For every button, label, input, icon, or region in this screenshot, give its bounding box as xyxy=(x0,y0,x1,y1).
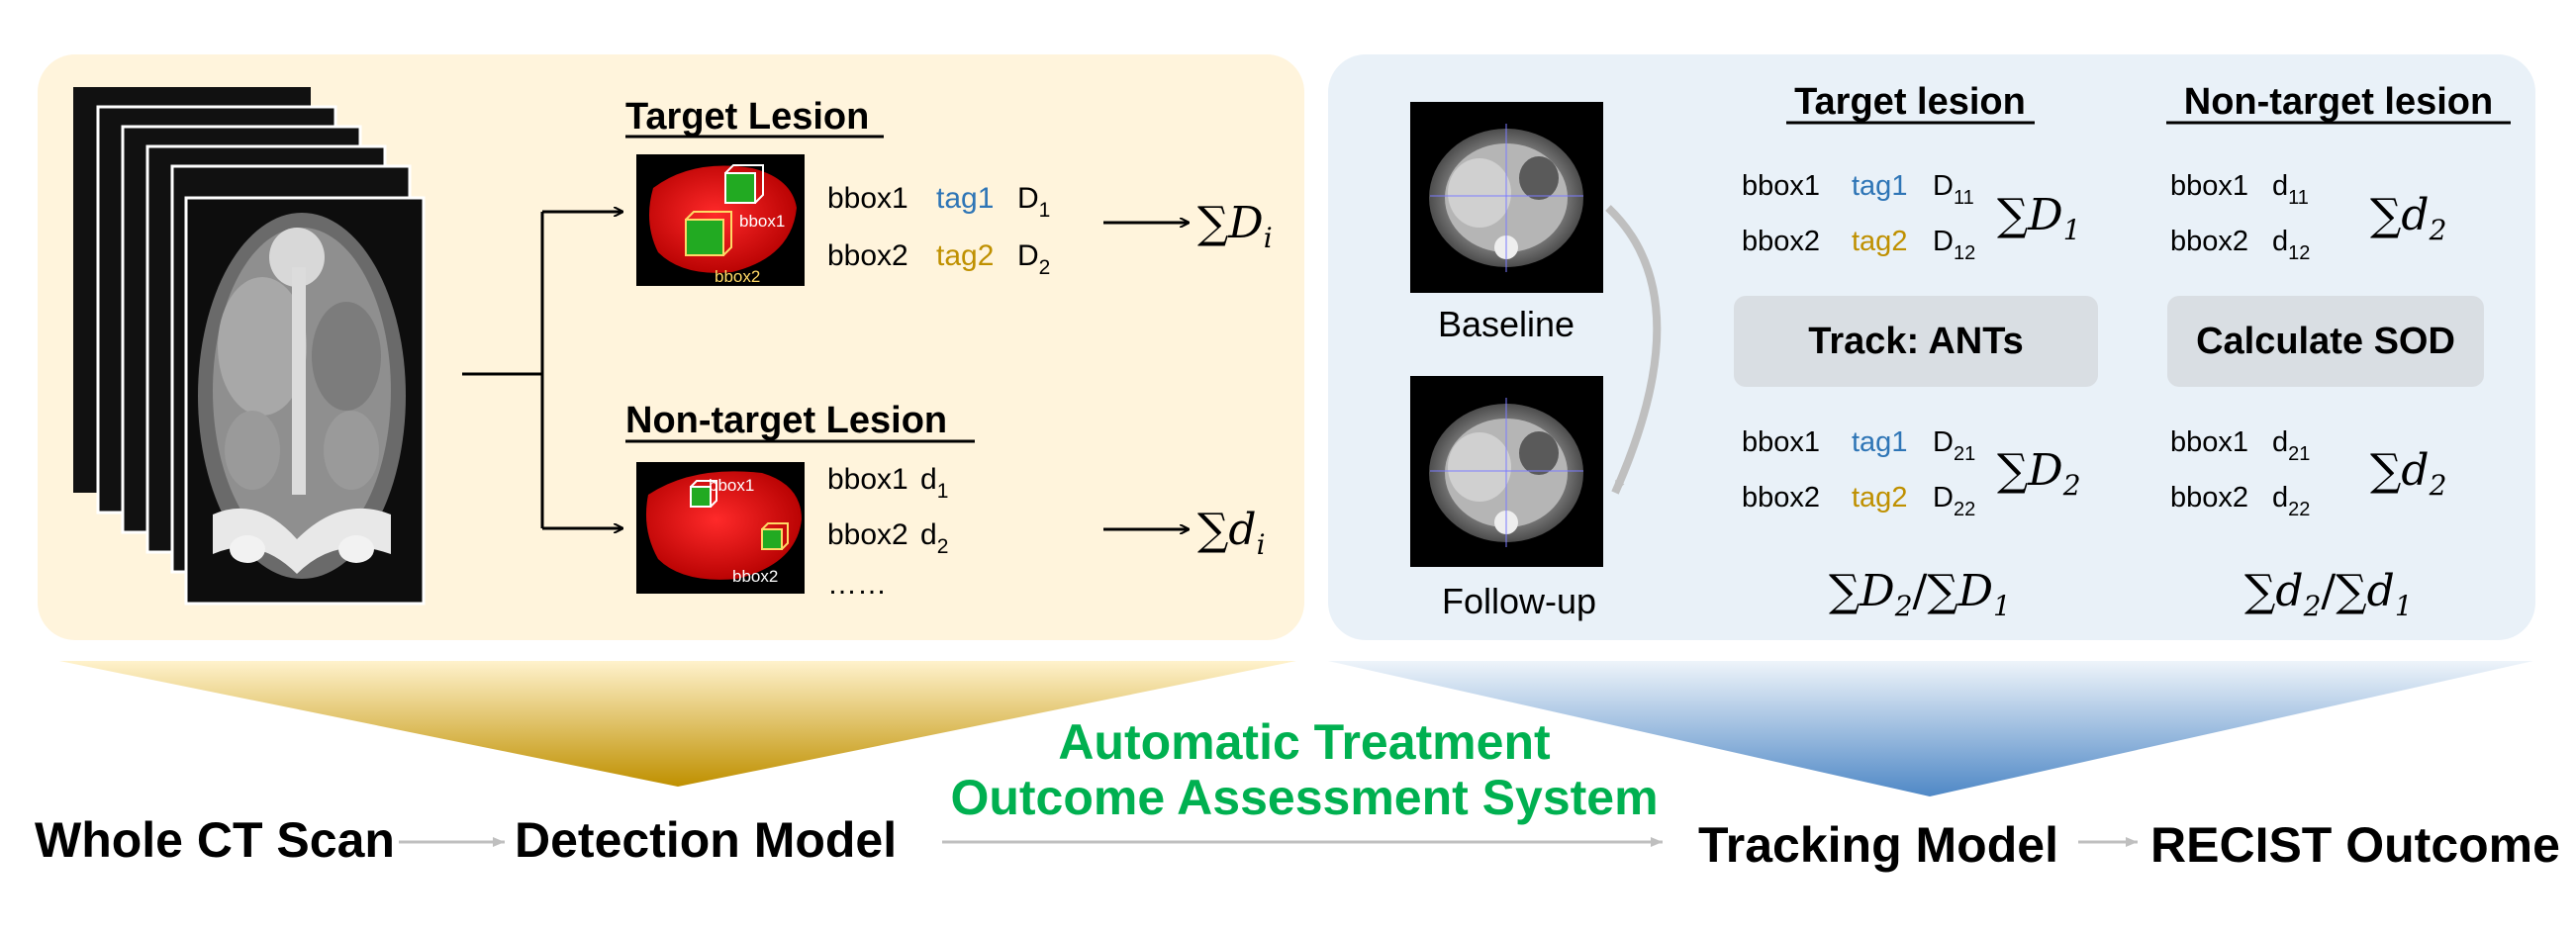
target-lesion-heading: Target Lesion xyxy=(625,96,869,138)
baseline-to-followup-arrow xyxy=(1605,205,1662,495)
nontarget-row1-bbox: bbox1 xyxy=(827,463,908,496)
baseline-nontarget-sum: ∑d2 xyxy=(2370,190,2446,246)
baseline-nontarget-row1-diameter: d11 xyxy=(2272,170,2309,209)
system-title-line1: Automatic Treatment xyxy=(1058,714,1551,770)
calculate-sod-button[interactable]: Calculate SOD xyxy=(2167,296,2484,387)
followup-ct-image xyxy=(1410,376,1603,567)
target-lesion-image: bbox1 bbox2 xyxy=(636,154,805,286)
followup-nontarget-rows: bbox1 d21 bbox2 d22 xyxy=(2170,426,2310,520)
target-row1-bbox: bbox1 xyxy=(827,182,908,215)
nontarget-bbox2-marker xyxy=(761,528,783,550)
nontarget-image-bbox1-label: bbox1 xyxy=(709,476,754,495)
followup-target-sum: ∑D2 xyxy=(1997,445,2081,502)
system-title-line2: Outcome Assessment System xyxy=(950,770,1658,825)
pipeline-recist-outcome: RECIST Outcome xyxy=(2150,817,2560,873)
baseline-label: Baseline xyxy=(1438,304,1574,344)
nontarget-row2-diameter: d2 xyxy=(920,518,948,558)
baseline-ct-image xyxy=(1410,102,1603,293)
nontarget-ellipsis: …… xyxy=(827,568,887,601)
nontarget-row1-diameter: d1 xyxy=(920,463,948,503)
track-ants-label: Track: ANTs xyxy=(1808,321,2024,362)
ct-coronal-image xyxy=(184,196,426,606)
baseline-nontarget-row1-bbox: bbox1 xyxy=(2170,170,2248,202)
tracking-funnel xyxy=(1328,661,2533,796)
followup-target-row1-diameter: D21 xyxy=(1933,426,1975,465)
target-bbox2-marker xyxy=(685,219,724,256)
nontarget-sum-formula: ∑di xyxy=(1197,505,1266,561)
pipeline-detection-model: Detection Model xyxy=(515,812,897,868)
baseline-nontarget-rows: bbox1 d11 bbox2 d12 xyxy=(2170,170,2310,264)
pipeline-whole-ct-scan: Whole CT Scan xyxy=(35,812,395,868)
followup-label: Follow-up xyxy=(1442,581,1596,621)
followup-nontarget-row2-bbox: bbox2 xyxy=(2170,482,2248,514)
target-bbox1-marker xyxy=(724,172,756,204)
nontarget-lesion-heading: Non-target Lesion xyxy=(625,400,947,441)
target-image-bbox2-label: bbox2 xyxy=(715,267,760,286)
target-row2-diameter: D2 xyxy=(1017,239,1050,279)
followup-nontarget-row1-bbox: bbox1 xyxy=(2170,426,2248,458)
pipeline-row: Whole CT Scan Detection Model Automatic … xyxy=(35,714,2560,873)
target-lesion-rows: bbox1 tag1 D1 bbox2 tag2 D2 xyxy=(827,182,1050,279)
target-row1-diameter: D1 xyxy=(1017,182,1050,222)
baseline-target-row1-tag: tag1 xyxy=(1852,170,1907,202)
followup-target-row1-bbox: bbox1 xyxy=(1742,426,1820,458)
ct-slice-stack xyxy=(73,87,426,606)
baseline-target-row2-tag: tag2 xyxy=(1852,226,1907,257)
baseline-target-row2-bbox: bbox2 xyxy=(1742,226,1820,257)
nontarget-image-bbox2-label: bbox2 xyxy=(732,567,778,586)
right-target-lesion-heading: Target lesion xyxy=(1794,81,2026,123)
target-row2-tag: tag2 xyxy=(936,239,994,272)
target-ratio: ∑D2/∑D1 xyxy=(1829,566,2011,622)
followup-nontarget-row1-diameter: d21 xyxy=(2272,426,2310,465)
baseline-target-row2-diameter: D12 xyxy=(1933,226,1975,264)
baseline-target-row1-bbox: bbox1 xyxy=(1742,170,1820,202)
target-image-bbox1-label: bbox1 xyxy=(739,212,785,231)
branch-arrows xyxy=(462,212,621,528)
baseline-target-rows: bbox1 tag1 D11 bbox2 tag2 D12 xyxy=(1742,170,1975,264)
detection-funnel xyxy=(59,661,1296,787)
baseline-target-sum: ∑D1 xyxy=(1997,190,2081,246)
target-row2-bbox: bbox2 xyxy=(827,239,908,272)
nontarget-lesion-image: bbox1 bbox2 xyxy=(636,462,805,594)
target-sum-formula: ∑Di xyxy=(1197,198,1273,254)
followup-target-row2-tag: tag2 xyxy=(1852,482,1907,514)
track-ants-button[interactable]: Track: ANTs xyxy=(1734,296,2098,387)
nontarget-lesion-rows: bbox1 d1 bbox2 d2 …… xyxy=(827,463,948,601)
followup-target-row2-bbox: bbox2 xyxy=(1742,482,1820,514)
calculate-sod-label: Calculate SOD xyxy=(2196,321,2455,362)
followup-target-row1-tag: tag1 xyxy=(1852,426,1907,458)
nontarget-ratio: ∑d2/∑d1 xyxy=(2244,566,2413,622)
baseline-nontarget-row2-bbox: bbox2 xyxy=(2170,226,2248,257)
baseline-target-row1-diameter: D11 xyxy=(1933,170,1974,209)
followup-nontarget-row2-diameter: d22 xyxy=(2272,482,2310,520)
pipeline-tracking-model: Tracking Model xyxy=(1698,817,2058,873)
followup-nontarget-sum: ∑d2 xyxy=(2370,445,2446,502)
tracking-panel: Baseline Follow-up Target lesion bbox1 t… xyxy=(1328,54,2535,640)
right-nontarget-lesion-heading: Non-target lesion xyxy=(2184,81,2493,123)
detection-panel: Target Lesion bbox1 bbox2 bbox1 tag1 D1 … xyxy=(38,54,1304,640)
target-row1-tag: tag1 xyxy=(936,182,994,215)
nontarget-row2-bbox: bbox2 xyxy=(827,518,908,551)
nontarget-bbox1-marker xyxy=(690,486,712,508)
followup-target-rows: bbox1 tag1 D21 bbox2 tag2 D22 xyxy=(1742,426,1975,520)
followup-target-row2-diameter: D22 xyxy=(1933,482,1975,520)
baseline-nontarget-row2-diameter: d12 xyxy=(2272,226,2310,264)
